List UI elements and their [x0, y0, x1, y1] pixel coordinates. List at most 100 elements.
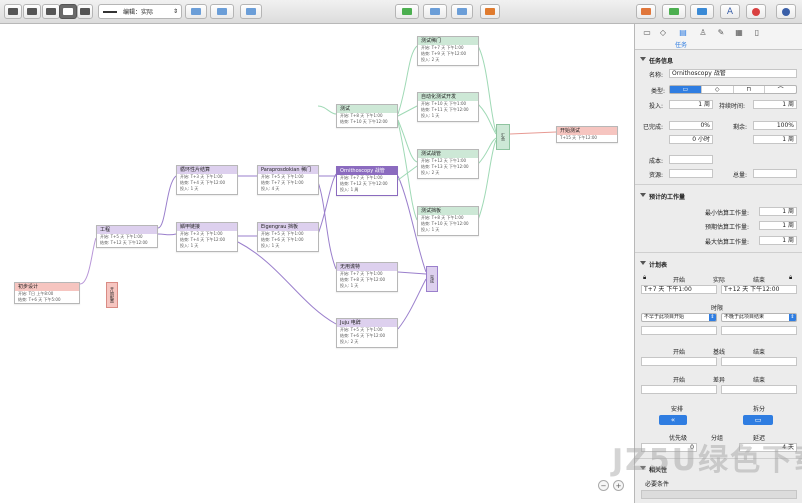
outline-view-button[interactable] — [4, 4, 22, 19]
publish-button[interactable] — [690, 4, 714, 19]
violations-button[interactable] — [662, 4, 686, 19]
arrange-button[interactable]: « — [659, 415, 687, 425]
inspector-button[interactable] — [776, 4, 796, 19]
min-estimate-field[interactable]: 1 周 — [759, 207, 797, 216]
completed-field[interactable]: 0% — [669, 121, 713, 130]
end-date-field[interactable]: T+12 天 下午12:00 — [721, 285, 797, 294]
priority-field[interactable]: 0 — [641, 443, 697, 452]
task-jujiu[interactable]: Juju 电辞 开始: T+5 天 下午1:00 结束: T+6 天 下午12:… — [336, 318, 398, 348]
type-milestone-option[interactable]: ◇ — [702, 86, 734, 93]
remaining-label: 剩余: — [733, 124, 748, 131]
network-canvas[interactable]: 初步设计 开始: T日 上午8:00 结束: T+6 天 下午5:00 开始配置… — [0, 24, 634, 503]
gantt-view-button[interactable] — [42, 4, 60, 19]
expected-estimate-field[interactable]: 1 周 — [759, 221, 797, 230]
edit-mode-select[interactable]: 编辑：实际 ⇕ — [98, 4, 182, 19]
max-estimate-field[interactable]: 1 周 — [759, 236, 797, 245]
duration-label: 持续时间: — [719, 103, 746, 110]
duration-field[interactable]: 1 周 — [753, 100, 797, 109]
baseline-button[interactable] — [451, 4, 473, 19]
task-useless[interactable]: 无用谎特 开始: T+7 天 下午1:00 结束: T+8 天 下午12:00 … — [336, 262, 398, 292]
dependencies-title[interactable]: 相关性 — [635, 465, 802, 474]
network-view-button[interactable] — [59, 4, 77, 19]
name-field[interactable]: Ornithoscopy 战管 — [669, 69, 797, 78]
schedule-title[interactable]: 计划表 — [635, 260, 802, 269]
baseline-start-field[interactable] — [641, 357, 717, 366]
zoom-out-icon: − — [600, 481, 607, 490]
task-test-baffle[interactable]: 测试挡板 开始: T+8 天 下午1:00 结束: T+10 天 下午12:00… — [417, 206, 479, 236]
add-milestone-button[interactable] — [240, 4, 262, 19]
calendar-button[interactable] — [636, 4, 656, 19]
task-test[interactable]: 测试 开始: T+8 天 下午1:00 结束: T+10 天 下午12:00 — [336, 104, 398, 128]
delay-field[interactable]: 4 天 — [739, 443, 797, 452]
start-date-field[interactable]: T+7 天 下午1:00 — [641, 285, 717, 294]
task-info-title[interactable]: 任务信息 — [635, 56, 802, 65]
task-test-mgmt[interactable]: 测试战管 开始: T+12 天 下午1:00 结束: T+13 天 下午12:0… — [417, 149, 479, 179]
type-segmented-control[interactable]: ▭ ◇ ⊓ ⌒ — [669, 85, 797, 94]
tab-project[interactable]: ▭ — [641, 27, 653, 38]
task-end: 结束: T+8 天 下午12:00 — [340, 277, 386, 282]
timing-start-popup[interactable]: 不早于此项目开始 ⇕ — [641, 313, 717, 322]
split-button[interactable]: ▭ — [743, 415, 773, 425]
remaining-duration-field[interactable]: 1 周 — [753, 135, 797, 144]
estimate-title[interactable]: 预计的工作量 — [635, 192, 802, 201]
dependency-row[interactable] — [641, 490, 797, 499]
add-task-button[interactable] — [185, 4, 207, 19]
resource-view-button[interactable] — [23, 4, 41, 19]
task-end: T+15 天 下午12:00 — [560, 135, 597, 140]
type-task-option[interactable]: ▭ — [670, 86, 702, 93]
task-ornithoscopy[interactable]: Ornithoscopy 战管 开始: T+7 天 下午1:00 结束: T+1… — [336, 166, 398, 196]
lock-end-icon[interactable]: 🔒︎ — [789, 274, 793, 281]
task-loop[interactable]: 循环性片结算 开始: T+3 天 下午1:00 结束: T+4 天 下午12:0… — [176, 165, 238, 195]
camera-icon — [485, 8, 495, 15]
task-scale[interactable]: 鳞甲链接 开始: T+3 天 下午1:00 结束: T+4 天 下午12:00 … — [176, 222, 238, 252]
level-button[interactable] — [395, 4, 419, 19]
estimate-section: 预计的工作量 — [635, 192, 802, 201]
task-test-door[interactable]: 测试稀门 开始: T+7 天 下午1:00 结束: T+9 天 下午12:00 … — [417, 36, 479, 66]
timing-end-date[interactable] — [721, 326, 797, 335]
type-group-option[interactable]: ⊓ — [734, 86, 766, 93]
zoom-out-button[interactable]: − — [598, 480, 609, 491]
start-hub[interactable]: 开始配置 — [106, 282, 118, 308]
tab-resource[interactable]: ♙ — [697, 27, 709, 38]
edge-useless-complete — [397, 271, 427, 275]
resource-field[interactable] — [669, 169, 713, 178]
cost-label: 成本: — [649, 158, 664, 165]
task-start: 开始: T+7 天 下午1:00 — [340, 175, 383, 180]
task-auto-test[interactable]: 自动化测试开发 开始: T+10 天 下午1:00 结束: T+11 天 下午1… — [417, 92, 479, 122]
add-resource-button[interactable] — [210, 4, 234, 19]
timing-start-date[interactable] — [641, 326, 717, 335]
tab-style[interactable]: ✎ — [715, 27, 727, 38]
total-field[interactable] — [753, 169, 797, 178]
fonts-button[interactable]: A — [720, 4, 740, 19]
lock-start-icon[interactable]: 🔒︎ — [643, 274, 647, 281]
task-effort: 投入: 1 天 — [421, 113, 440, 118]
cost-field[interactable] — [669, 155, 713, 164]
expected-estimate-label: 预期估算工作量: — [705, 224, 750, 231]
completed-hours-field[interactable]: 0 小时 — [669, 135, 713, 144]
tab-table[interactable]: ▦ — [733, 27, 745, 38]
complete-hub[interactable]: 完成 — [426, 266, 438, 292]
task-title: 测试稀门 — [418, 37, 478, 45]
camera-button[interactable] — [480, 4, 500, 19]
remaining-field[interactable]: 100% — [753, 121, 797, 130]
split-view-button[interactable] — [77, 4, 93, 19]
tab-task[interactable]: ▤ — [677, 27, 689, 38]
zoom-in-button[interactable]: + — [613, 480, 624, 491]
colors-button[interactable] — [746, 4, 766, 19]
baseline-end-field[interactable] — [721, 357, 797, 366]
catch-up-button[interactable] — [423, 4, 447, 19]
task-engineering[interactable]: 工程 开始: T+5 天 下午1:00 结束: T+12 天 下午12:00 — [96, 225, 158, 248]
timing-end-popup[interactable]: 不晚于此项目结束 ⇕ — [721, 313, 797, 322]
variance-end-field[interactable] — [721, 385, 797, 394]
effort-field[interactable]: 1 周 — [669, 100, 713, 109]
task-eigengrau[interactable]: Eigengrau 挡板 开始: T+5 天 下午1:00 结束: T+6 天 … — [257, 222, 319, 252]
task-start-design[interactable]: 初步设计 开始: T日 上午8:00 结束: T+6 天 下午5:00 — [14, 282, 80, 304]
type-hammock-option[interactable]: ⌒ — [777, 87, 784, 94]
tab-document[interactable]: ▯ — [751, 27, 763, 38]
task-launch[interactable]: 开始测试 T+15 天 下午12:00 — [556, 126, 618, 143]
variance-start-field[interactable] — [641, 385, 717, 394]
task-start: 开始: T+12 天 下午1:00 — [421, 158, 467, 163]
task-paraprosdokian[interactable]: Paraprosdokian 稀门 开始: T+5 天 下午1:00 结束: T… — [257, 165, 319, 195]
merge-hub[interactable]: 汇合 — [496, 124, 510, 150]
tab-milestone[interactable]: ◇ — [657, 27, 669, 38]
